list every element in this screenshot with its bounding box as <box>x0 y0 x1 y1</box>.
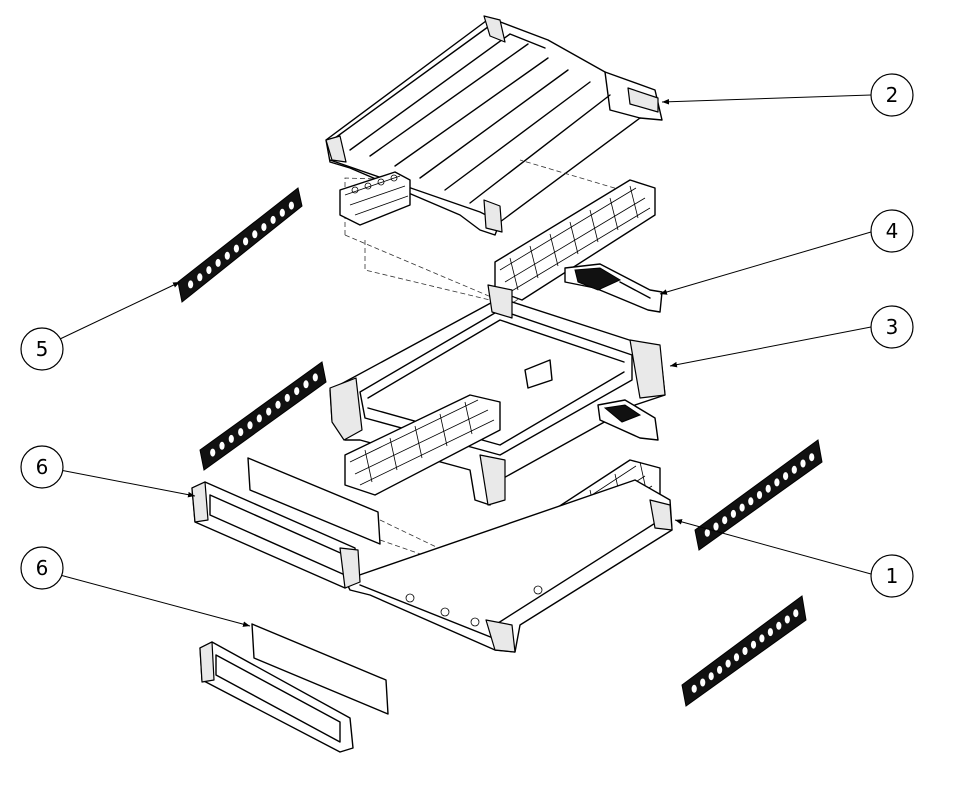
din-strip-slot <box>739 503 745 512</box>
din-strip-slot <box>247 421 253 430</box>
callout-6-lower-label: 6 <box>36 556 49 580</box>
callout-2: 2 <box>870 73 914 117</box>
din-strip-slot <box>759 634 765 643</box>
terminal-block-lower-left <box>344 394 501 496</box>
callout-4-label: 4 <box>886 219 899 243</box>
din-strip-slot <box>742 647 748 655</box>
din-strip-slot <box>725 659 731 668</box>
leader-1 <box>674 519 872 575</box>
din-strip-middle-left <box>199 361 327 471</box>
din-strip-slot <box>793 609 799 618</box>
callout-5-label: 5 <box>36 337 49 361</box>
din-strip-slot <box>776 621 782 630</box>
din-strip-slot <box>243 237 249 246</box>
din-strip-slot <box>284 393 290 402</box>
din-strip-slot <box>224 251 230 260</box>
end-cover-lower <box>199 641 354 753</box>
din-strip-slot <box>219 441 225 450</box>
din-strip-slot <box>774 478 780 487</box>
din-strip-slot <box>261 223 267 232</box>
din-strip-slot <box>233 244 239 253</box>
din-strip-slot <box>275 400 281 409</box>
callout-6-upper-label: 6 <box>36 455 49 479</box>
din-strip-slot <box>210 448 216 457</box>
din-strip-slot <box>700 678 706 687</box>
label-plate-lower <box>251 623 389 715</box>
din-strip-slot <box>809 453 815 462</box>
din-strip-right-lower <box>681 595 807 707</box>
din-strip-slot <box>722 516 728 525</box>
din-strip-slot <box>730 509 737 518</box>
label-plate-upper <box>247 457 381 545</box>
din-strip-slot <box>238 428 244 437</box>
din-strip-slot <box>750 640 757 649</box>
din-strip-slot <box>312 373 318 382</box>
leader-6a <box>59 469 196 498</box>
din-strip-slot <box>270 215 276 224</box>
leader-2 <box>661 94 872 105</box>
din-strip-slot <box>748 497 754 506</box>
din-strip-slot <box>279 208 285 217</box>
callout-2-label: 2 <box>886 83 899 107</box>
end-cover-upper <box>191 481 361 589</box>
din-strip-slot <box>206 266 212 275</box>
callout-6-upper: 6 <box>20 445 64 489</box>
callout-1: 1 <box>870 554 914 598</box>
callout-1-label: 1 <box>886 564 899 588</box>
din-strip-slot <box>266 407 272 416</box>
latch-clip-part <box>564 263 663 313</box>
din-strip-slot <box>252 230 258 239</box>
din-strip-slot <box>733 653 740 662</box>
latch-clip-lower <box>597 399 659 441</box>
din-strip-slot <box>784 615 790 624</box>
callout-6-lower: 6 <box>20 546 64 590</box>
leader-lines <box>59 94 872 627</box>
din-strip-slot <box>717 665 723 674</box>
din-strip-slot <box>756 491 763 499</box>
din-strip-slot <box>188 280 194 289</box>
din-strip-upper-left <box>177 187 303 303</box>
leader-6b <box>59 574 251 627</box>
din-strip-slot <box>288 201 294 210</box>
din-strip-slot <box>215 258 221 267</box>
leader-5 <box>59 281 181 340</box>
leader-3 <box>669 326 872 368</box>
din-strip-slot <box>691 684 697 693</box>
leader-4 <box>659 231 872 295</box>
din-strip-slot <box>800 459 806 468</box>
base-enclosure-part <box>344 479 673 653</box>
din-strip-slot <box>765 484 771 493</box>
callout-3: 3 <box>870 305 914 349</box>
din-strip-slot <box>228 434 234 443</box>
din-strip-slot <box>256 414 262 423</box>
din-strip-slot <box>303 380 309 389</box>
callout-5: 5 <box>20 327 64 371</box>
din-strip-slot <box>791 465 797 474</box>
terminal-block-upper-left <box>339 171 411 226</box>
callout-3-label: 3 <box>886 315 899 339</box>
din-strip-slot <box>704 528 710 537</box>
din-strip-slot <box>294 387 300 396</box>
din-strip-slot <box>197 273 203 282</box>
din-strip-slot <box>708 672 714 681</box>
din-strip-slot <box>713 522 719 531</box>
din-strip-slot <box>767 628 774 637</box>
din-strip-right-upper <box>694 439 823 551</box>
callout-4: 4 <box>870 209 914 253</box>
din-strip-slot <box>783 472 789 481</box>
